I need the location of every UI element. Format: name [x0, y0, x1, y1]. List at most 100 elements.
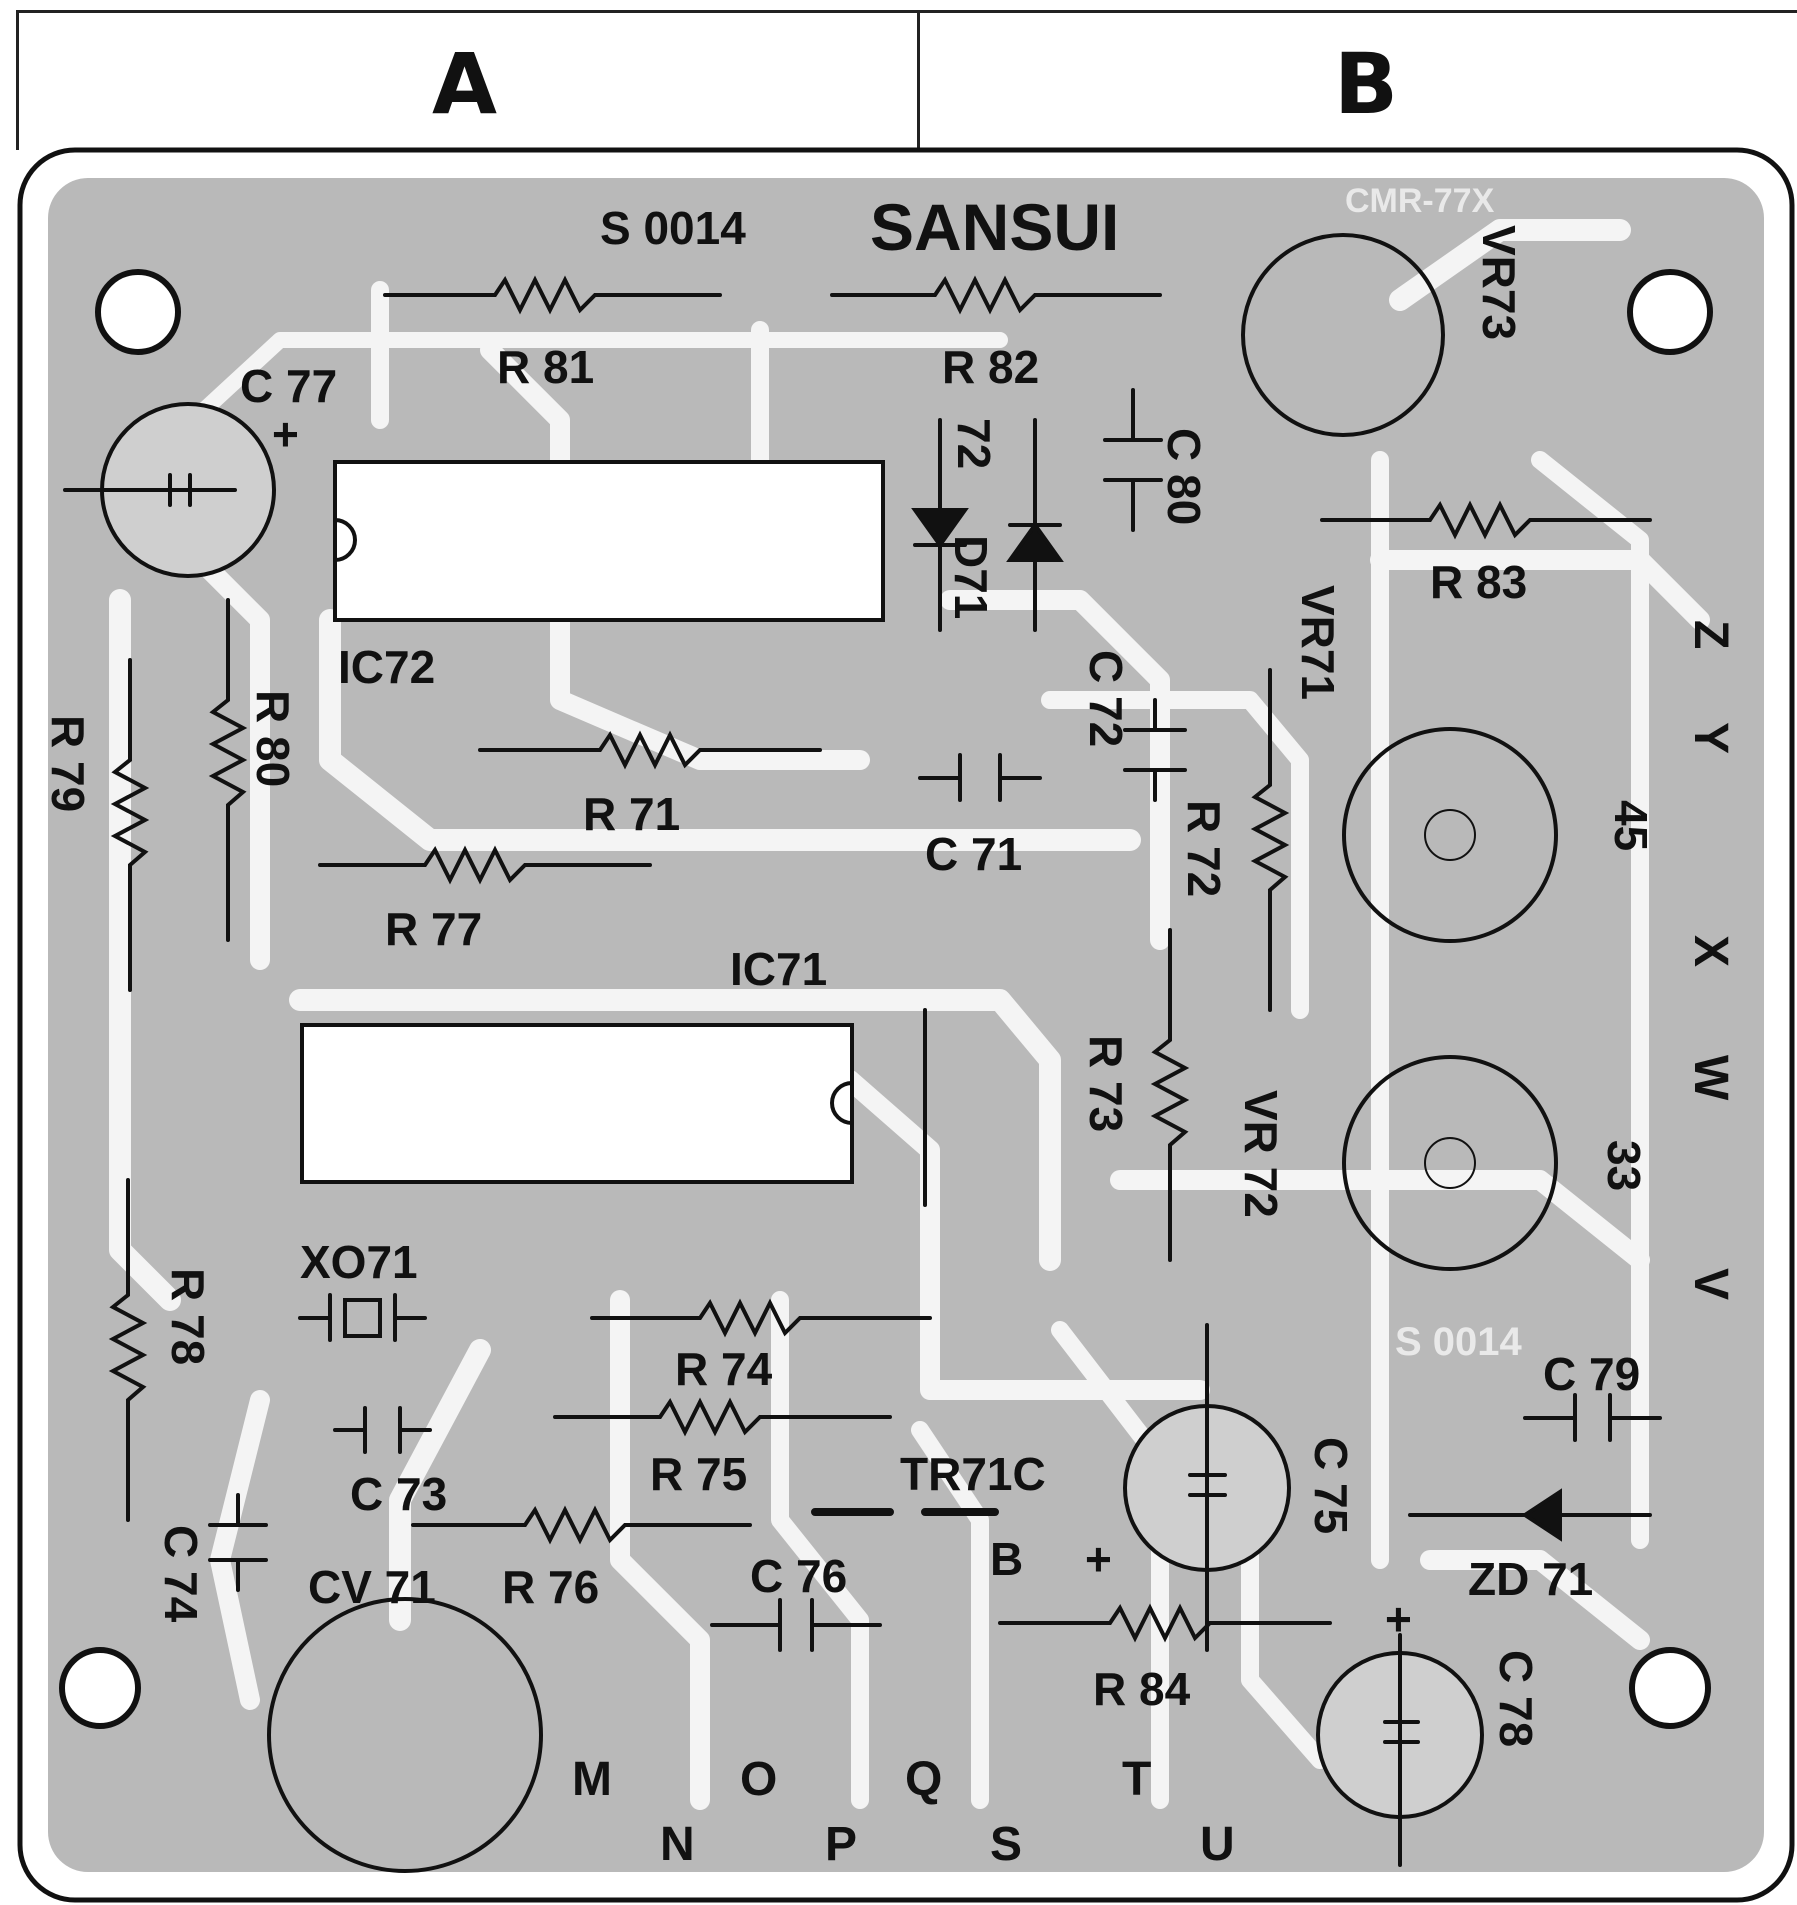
label-vr71-value: 45 — [1605, 800, 1657, 851]
capacitor-c73 — [333, 1406, 432, 1454]
label-r74: R 74 — [675, 1343, 773, 1395]
ghost-model-label: CMR-77X — [1345, 182, 1495, 220]
resistor-r82 — [830, 275, 1162, 315]
label-r78: R 78 — [162, 1268, 214, 1365]
terminal-v: V — [1684, 1268, 1737, 1300]
label-r82: R 82 — [942, 341, 1039, 393]
ic71-chip — [300, 1023, 854, 1184]
terminal-q: Q — [905, 1753, 942, 1806]
resistor-r72 — [1250, 668, 1290, 1012]
label-c78: C 78 — [1490, 1650, 1542, 1747]
terminal-m: M — [572, 1753, 612, 1806]
label-tr71c: TR71C — [900, 1448, 1046, 1500]
capacitor-c78 — [1316, 1633, 1484, 1867]
mounting-hole-bottom-right — [1629, 1647, 1711, 1729]
section-divider — [917, 10, 920, 150]
label-r77: R 77 — [385, 903, 482, 955]
capacitor-c76 — [710, 1598, 882, 1652]
label-r75: R 75 — [650, 1448, 747, 1500]
label-c72: C 72 — [1080, 650, 1132, 747]
ic72-chip — [333, 460, 885, 622]
label-vr72: VR 72 — [1235, 1090, 1287, 1218]
label-ic72: IC72 — [338, 641, 435, 693]
resistor-r80 — [208, 598, 248, 942]
label-r79: R 79 — [42, 715, 94, 812]
resistor-r73 — [1150, 928, 1190, 1262]
capacitor-c79 — [1523, 1393, 1662, 1442]
label-ic71: IC71 — [730, 943, 827, 995]
terminal-u: U — [1200, 1818, 1235, 1871]
mounting-hole-top-right — [1627, 269, 1713, 355]
label-c75: C 75 — [1305, 1437, 1357, 1534]
section-label-b: B — [1334, 35, 1399, 133]
label-c79: C 79 — [1543, 1348, 1640, 1400]
resistor-r75 — [553, 1397, 892, 1437]
label-c73: C 73 — [350, 1468, 447, 1520]
label-r72: R 72 — [1178, 800, 1230, 897]
label-c71: C 71 — [925, 828, 1022, 880]
terminal-w: W — [1684, 1055, 1737, 1101]
trimmer-vr73 — [1241, 233, 1445, 437]
resistor-r76 — [411, 1505, 752, 1545]
trimmer-vr72 — [1342, 1055, 1558, 1271]
label-c77: C 77 — [240, 360, 337, 412]
resistor-r83 — [1320, 500, 1652, 540]
resistor-r78 — [108, 1178, 148, 1522]
resistor-r84 — [998, 1603, 1332, 1643]
resistor-r71 — [478, 730, 822, 770]
part-number-label: S 0014 — [600, 202, 746, 254]
label-r81: R 81 — [497, 341, 594, 393]
label-cv71: CV 71 — [308, 1561, 436, 1613]
terminal-p: P — [825, 1818, 857, 1871]
diode-d71 — [1006, 418, 1064, 632]
label-xo71: XO71 — [300, 1236, 418, 1288]
terminal-y: Y — [1684, 722, 1737, 754]
label-c77-plus: + — [272, 408, 299, 460]
section-label-a: A — [432, 35, 498, 133]
label-r71: R 71 — [583, 788, 680, 840]
label-c76: C 76 — [750, 1550, 847, 1602]
mounting-holes — [59, 269, 1713, 1729]
label-r76: R 76 — [502, 1561, 599, 1613]
resistor-r74 — [590, 1298, 932, 1338]
resistor-r81 — [383, 275, 722, 315]
label-c74: C 74 — [155, 1525, 207, 1623]
crystal-xo71 — [298, 1293, 427, 1342]
label-c78-plus: + — [1385, 1593, 1412, 1645]
capacitor-c77 — [63, 402, 276, 578]
label-r84: R 84 — [1093, 1663, 1191, 1715]
brand-label: SANSUI — [870, 190, 1119, 264]
label-vr73: VR73 — [1473, 225, 1525, 340]
capacitor-c74 — [208, 1493, 268, 1592]
terminal-t: T — [1122, 1753, 1151, 1806]
label-vr71: VR71 — [1292, 585, 1344, 700]
capacitor-c72 — [1123, 698, 1187, 802]
trimmer-cv71 — [267, 1597, 543, 1873]
label-r83: R 83 — [1430, 556, 1527, 608]
terminal-z: Z — [1684, 620, 1737, 649]
terminal-o: O — [740, 1753, 777, 1806]
resistor-r77 — [318, 845, 652, 885]
copper-traces — [109, 219, 1710, 1810]
capacitor-c75 — [1123, 1323, 1291, 1652]
label-r80: R 80 — [247, 690, 299, 787]
label-d71: D71 — [945, 535, 997, 619]
label-c75-plus: + — [1085, 1533, 1112, 1585]
capacitor-c80 — [1103, 388, 1163, 532]
label-d72: 72 — [948, 418, 1000, 469]
label-c80: C 80 — [1158, 428, 1210, 525]
terminal-x: X — [1684, 935, 1737, 967]
mounting-hole-top-left — [95, 269, 181, 355]
label-zd71: ZD 71 — [1468, 1553, 1593, 1605]
section-header — [16, 10, 1797, 150]
terminal-n: N — [660, 1818, 695, 1871]
label-b: B — [990, 1533, 1023, 1585]
terminal-s: S — [990, 1818, 1022, 1871]
label-vr72-value: 33 — [1598, 1140, 1650, 1191]
trimmer-vr71 — [1342, 727, 1558, 943]
resistor-r79 — [110, 658, 150, 992]
label-r73: R 73 — [1080, 1035, 1132, 1132]
zener-zd71 — [1408, 1488, 1652, 1542]
